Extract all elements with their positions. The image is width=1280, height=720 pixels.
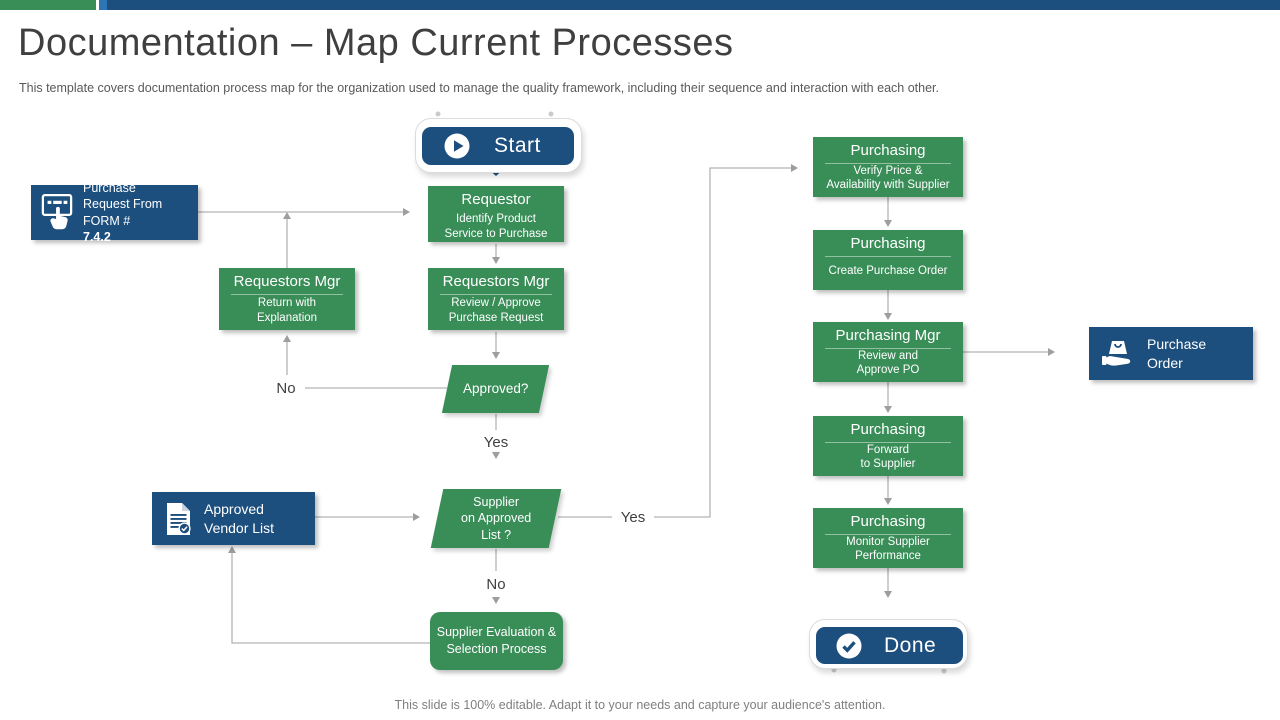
form-touch-icon — [31, 192, 83, 234]
start-node: Start — [422, 127, 574, 165]
approved-vendor-list-node: Approved Vendor List — [152, 492, 315, 545]
divider — [825, 534, 951, 535]
purchase-request-node: Purchase Request From FORM # 7.4.2 — [31, 181, 198, 244]
flow-label-yes-right: Yes — [620, 509, 646, 526]
check-icon — [836, 633, 862, 658]
process-title: Purchasing — [850, 513, 926, 530]
purchase-order-node: Purchase Order — [1089, 327, 1253, 380]
process-body: Forward to Supplier — [860, 443, 916, 471]
process-title: Purchasing — [850, 142, 926, 159]
decision-supplier-on-list: Supplier on Approved List ? — [430, 489, 562, 548]
process-purchasing-mgr: Purchasing Mgr Review and Approve PO — [813, 322, 963, 382]
process-body: Verify Price & Availability with Supplie… — [826, 164, 950, 192]
start-label: Start — [494, 134, 541, 157]
done-node-frame: Done — [809, 619, 968, 669]
process-body: Review and Approve PO — [856, 349, 920, 377]
divider — [825, 163, 951, 164]
flow-label-no: No — [276, 380, 296, 397]
decision-approved: Approved? — [441, 365, 550, 413]
process-title: Requestors Mgr — [442, 273, 550, 290]
play-icon — [444, 133, 470, 159]
process-purchasing-monitor: Purchasing Monitor Supplier Performance — [813, 508, 963, 568]
approved-vendor-list-label: Approved Vendor List — [204, 501, 275, 536]
topbar-green-segment — [0, 0, 96, 10]
purchase-request-label: Purchase Request From FORM # 7.4.2 — [83, 181, 163, 244]
process-title: Requestor — [461, 191, 531, 208]
divider — [825, 442, 951, 443]
process-body: Monitor Supplier Performance — [846, 535, 930, 563]
decision-label: Approved? — [462, 381, 529, 397]
flow-label-yes: Yes — [483, 434, 509, 451]
slide-footer: This slide is 100% editable. Adapt it to… — [394, 698, 886, 712]
process-requestors-mgr-return: Requestors Mgr Return with Explanation — [219, 268, 355, 330]
process-body: Return with Explanation — [256, 296, 318, 324]
divider — [231, 294, 343, 295]
done-label: Done — [884, 633, 937, 657]
process-requestor: Requestor Identify Product Service to Pu… — [428, 186, 564, 242]
process-title: Requestors Mgr — [233, 273, 341, 290]
flow-label-no-lower: No — [486, 576, 506, 593]
process-title: Purchasing Mgr — [835, 327, 941, 344]
process-title: Purchasing — [850, 421, 926, 438]
process-body: Create Purchase Order — [828, 265, 948, 278]
page-title: Documentation – Map Current Processes — [18, 22, 734, 64]
topbar-navy-segment — [107, 0, 1280, 10]
hand-bag-icon — [1089, 338, 1147, 369]
decision-label: Supplier on Approved List ? — [460, 495, 532, 542]
document-check-icon — [152, 502, 204, 536]
process-body: Review / Approve Purchase Request — [448, 296, 544, 324]
process-body: Identify Product Service to Purchase — [444, 213, 548, 240]
process-purchasing-create: Purchasing Create Purchase Order — [813, 230, 963, 290]
divider — [825, 256, 951, 257]
process-title: Purchasing — [850, 235, 926, 252]
topbar-accent-segment — [99, 0, 107, 10]
divider — [440, 294, 552, 295]
process-purchasing-forward: Purchasing Forward to Supplier — [813, 416, 963, 476]
slide-subtitle: This template covers documentation proce… — [19, 81, 939, 95]
divider — [825, 348, 951, 349]
start-node-frame: Start — [415, 118, 582, 173]
purchase-order-label: Purchase Order — [1147, 336, 1207, 371]
process-requestors-mgr-review: Requestors Mgr Review / Approve Purchase… — [428, 268, 564, 330]
process-purchasing-verify: Purchasing Verify Price & Availability w… — [813, 137, 963, 197]
process-supplier-evaluation: Supplier Evaluation & Selection Process — [430, 612, 563, 670]
done-node: Done — [816, 627, 963, 664]
